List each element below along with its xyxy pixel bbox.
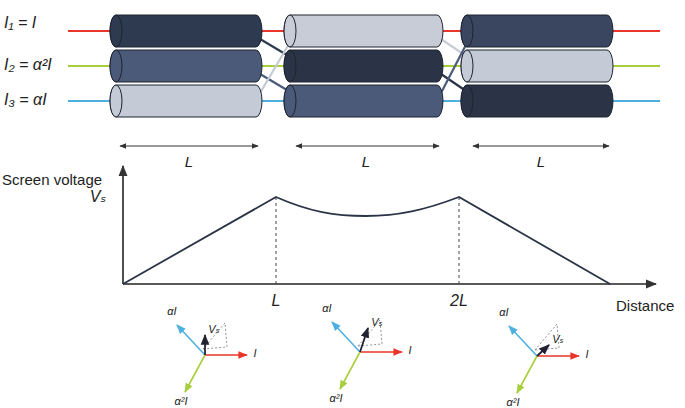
- phasor-label: I: [585, 348, 588, 360]
- phasor-label: α²I: [175, 395, 188, 407]
- phasor-a2I: [340, 352, 360, 389]
- section-length: L: [537, 154, 545, 171]
- section-length: L: [362, 154, 370, 171]
- phasor-I: [205, 354, 247, 356]
- screen-voltage-graph: [123, 166, 656, 284]
- length-arrows: [120, 146, 609, 147]
- cable-cylinder: [461, 85, 613, 117]
- cable-cylinder: [284, 15, 443, 47]
- phasor-label: Vₛ: [552, 333, 563, 345]
- cylinder-end: [461, 50, 473, 82]
- cable-cylinder: [461, 50, 613, 82]
- cable-cylinder: [461, 15, 613, 47]
- phasor-Vs: [360, 328, 368, 352]
- phasor-diagrams: [177, 320, 579, 393]
- cylinder-end: [110, 15, 122, 47]
- phasor-label: α²I: [330, 392, 343, 404]
- phasor-label: I: [408, 344, 411, 356]
- phase-current-label: I₃ = αI: [4, 91, 47, 109]
- phasor-Vs: [537, 345, 549, 356]
- axis-tick-label: L: [272, 292, 281, 310]
- phasor-I: [360, 351, 402, 353]
- phasor-I: [537, 355, 579, 357]
- phasor-label: Vₛ: [208, 323, 219, 335]
- phasor-label: αI: [322, 302, 331, 314]
- axis-title: Screen voltage: [2, 172, 102, 189]
- cylinder-end: [284, 15, 296, 47]
- cable-sections: [68, 15, 660, 117]
- cable-cylinder: [110, 50, 262, 82]
- phasor-aI: [332, 322, 360, 352]
- phasor-aI: [177, 325, 205, 355]
- cylinder-end: [284, 85, 296, 117]
- section-length: L: [185, 154, 193, 171]
- cable-cylinder: [284, 85, 443, 117]
- phase-current-label: I₁ = I: [4, 14, 36, 32]
- phase-current-label: I₂ = α²I: [4, 56, 52, 74]
- cable-cylinder: [110, 15, 262, 47]
- phasor-label: αI: [499, 306, 508, 318]
- axis-tick-label: 2L: [450, 292, 468, 310]
- cylinder-end: [461, 85, 473, 117]
- cylinder-end: [461, 15, 473, 47]
- phasor-label: αI: [167, 305, 176, 317]
- axis-title: Distance: [616, 298, 674, 315]
- phasor-label: I: [253, 347, 256, 359]
- phasor-a2I: [185, 355, 205, 392]
- phasor-aI: [509, 326, 537, 356]
- axis-tick-label: Vₛ: [90, 188, 107, 206]
- cylinder-end: [110, 85, 122, 117]
- phasor-a2I: [517, 356, 537, 393]
- phasor-label: α²I: [507, 396, 520, 408]
- cable-cylinder: [284, 50, 443, 82]
- cylinder-end: [110, 50, 122, 82]
- cable-cylinder: [110, 85, 262, 117]
- cylinder-end: [284, 50, 296, 82]
- phasor-sum-triangle: [203, 323, 227, 349]
- phasor-Vs: [204, 335, 206, 355]
- phasor-label: Vₛ: [371, 316, 382, 328]
